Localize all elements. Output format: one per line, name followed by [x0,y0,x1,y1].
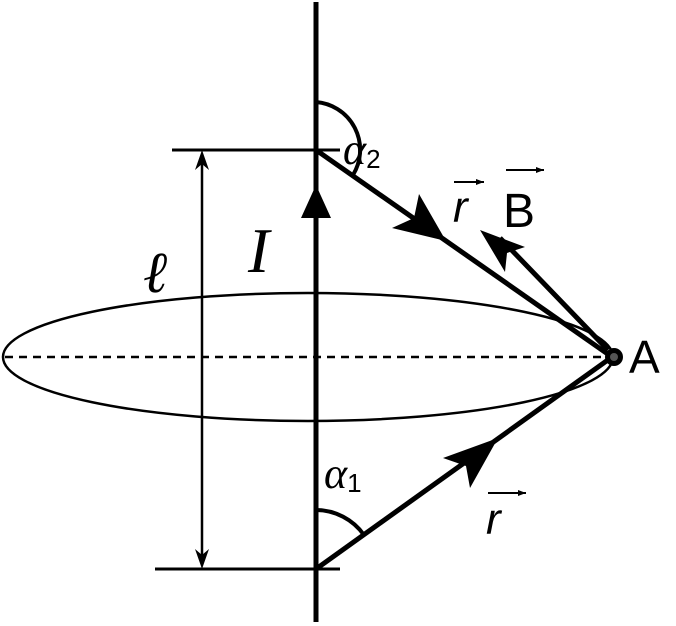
bottom-r-arrowhead [443,438,498,488]
b-vector-arrowhead [480,230,525,272]
angle-top-label: α2 [343,125,381,174]
r-bottom-label: r [486,495,503,544]
top-r-arrowhead [392,194,446,241]
angle-bottom-arc [315,508,366,537]
angle-top-arc [315,100,363,177]
top-r-line [314,147,614,360]
angle-bottom-label: α1 [324,449,362,498]
angle-top-symbol: α [343,125,367,174]
angle-bottom-subscript: 1 [347,468,361,498]
point-a-inner [610,353,618,361]
point-a-label: A [629,331,660,383]
length-label: ℓ [143,240,167,305]
r-top-label: r [453,183,470,232]
angle-bottom-symbol: α [324,449,348,498]
b-label: B [503,185,535,238]
length-dimension [195,150,209,569]
b-vector-line [498,236,610,352]
current-label: I [247,215,272,286]
angle-top-subscript: 2 [366,144,380,174]
current-arrow [301,185,331,218]
